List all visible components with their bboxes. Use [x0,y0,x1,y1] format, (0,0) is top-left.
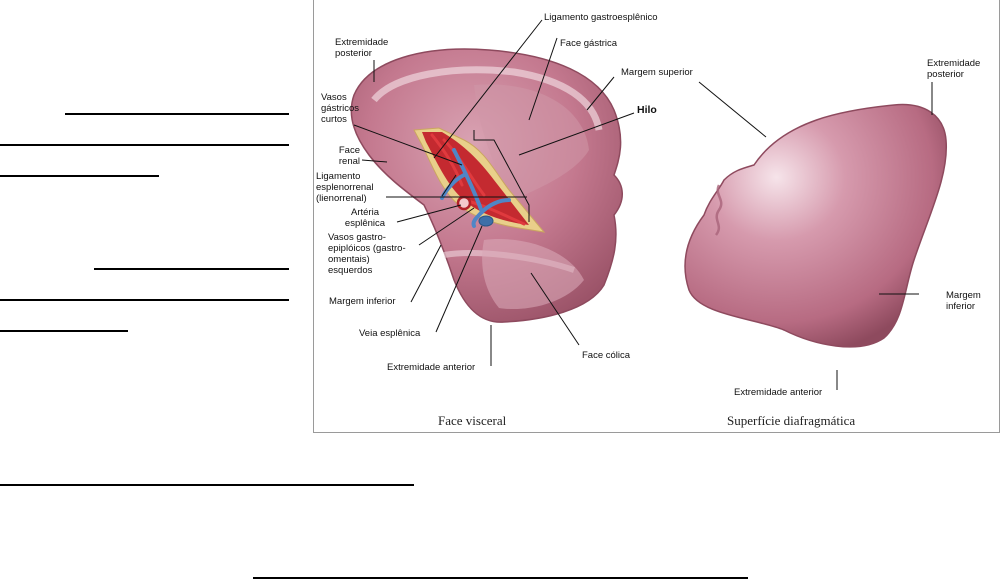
diaphragmatic-surface-drawing [684,103,948,348]
label-extremidade-posterior-diafragmatica: Extremidade posterior [927,58,981,80]
spleen-anatomy-figure: Extremidade posterior Ligamento gastroes… [313,0,1000,433]
blank-line-2 [0,144,289,146]
blank-line-8 [253,577,748,579]
label-extremidade-anterior-visceral: Extremidade anterior [387,362,476,373]
label-face-renal: Face renal [338,145,360,167]
label-ligamento-gastroesplenico: Ligamento gastroesplênico [544,12,658,23]
label-veia-esplenica: Veia esplênica [359,328,421,339]
label-face-gastrica: Face gástrica [560,38,618,49]
label-margem-superior: Margem superior [621,67,693,78]
label-vasos-gastricos-curtos: Vasos gástricos curtos [321,92,360,125]
label-ligamento-esplenorrenal: Ligamento esplenorrenal (lienorrenal) [316,171,374,204]
blank-line-5 [0,299,289,301]
label-hilo: Hilo [637,104,657,116]
label-face-colica: Face cólica [582,350,631,361]
blank-line-3 [0,175,159,177]
blank-line-4 [94,268,289,270]
label-arteria-esplenica: Artéria esplênica [344,207,386,229]
spleen-illustration [350,19,948,390]
blank-line-7 [0,484,414,486]
label-extremidade-posterior-visceral: Extremidade posterior [335,37,389,59]
leader-lines [353,19,933,390]
label-margem-inferior-diafragmatica: Margem inferior [946,290,981,312]
caption-face-visceral: Face visceral [438,413,507,428]
visceral-face-drawing [350,48,623,323]
blank-line-6 [0,330,128,332]
caption-superficie-diafragmatica: Superfície diafragmática [727,413,856,428]
label-vasos-gastroepiploicos: Vasos gastro- epiplóicos (gastro- omenta… [328,232,406,276]
label-extremidade-anterior-diafragmatica: Extremidade anterior [734,387,823,398]
blank-line-1 [65,113,289,115]
label-margem-inferior-visceral: Margem inferior [329,296,396,307]
